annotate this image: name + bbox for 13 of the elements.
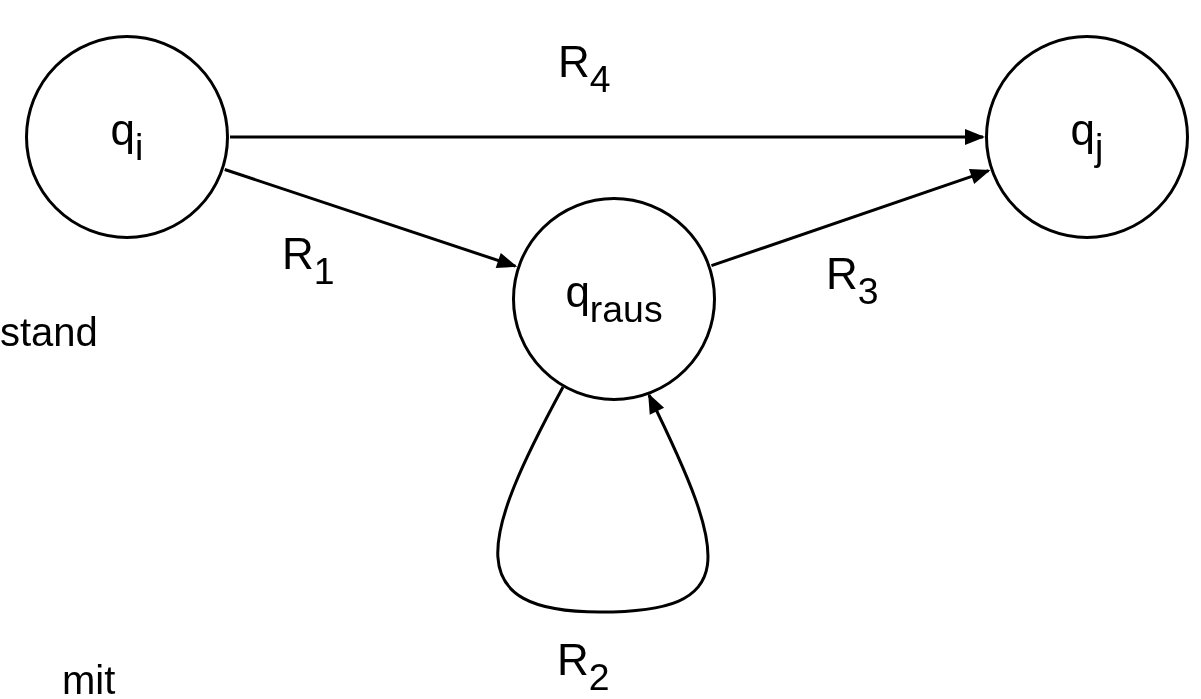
arrow	[496, 386, 710, 614]
state-label: q$_{j}$	[1070, 107, 1104, 167]
text-fragment: mit	[62, 660, 116, 699]
text-fragment: stand	[0, 312, 98, 352]
edge-label: R$_{4}$	[558, 40, 611, 99]
edge-label: R$_{1}$	[282, 232, 335, 291]
state-label: q$_{raus}$	[565, 269, 663, 329]
edge-label: R$_{3}$	[826, 252, 879, 311]
state-label: q$_{i}$	[110, 107, 144, 167]
arrow	[224, 168, 518, 269]
arrow	[230, 129, 985, 145]
arrow	[710, 168, 991, 268]
edge-label: R$_{2}$	[557, 638, 610, 697]
